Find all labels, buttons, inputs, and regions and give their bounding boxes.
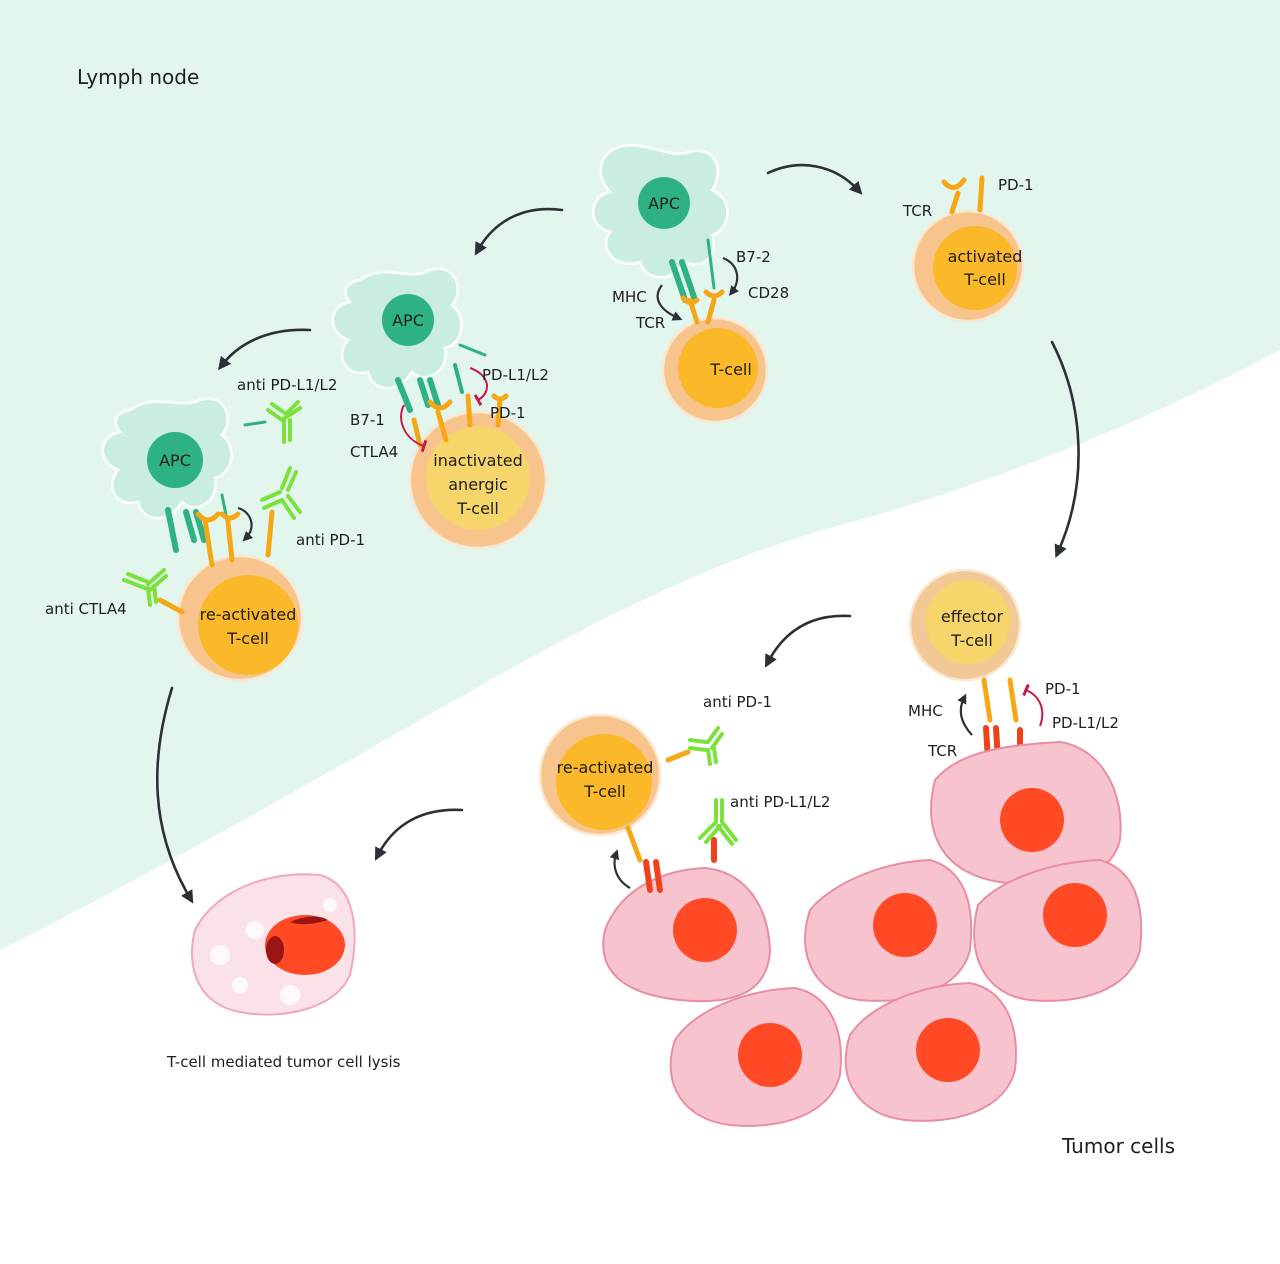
lymph-node-label: Lymph node [77, 65, 199, 89]
label-anti-pdl1l2-tumor: anti PD-L1/L2 [730, 793, 830, 811]
label-effector-tcr: TCR [927, 742, 957, 760]
tcell-activated: activated T-cell [911, 175, 1025, 323]
label-effector-pd1: PD-1 [1045, 680, 1081, 698]
apc-priming: APC [591, 143, 729, 303]
anergic-line1: inactivated [433, 451, 522, 470]
label-effector-pdl1l2: PD-L1/L2 [1052, 714, 1119, 732]
activated-line2: T-cell [963, 270, 1006, 289]
antibody-anti-pdl1l2-tumor [698, 798, 738, 846]
label-anti-ctla4: anti CTLA4 [45, 600, 127, 618]
tcell-effector: effector T-cell [908, 568, 1022, 723]
flow-arrow-anergy-to-blockade [217, 328, 312, 371]
tcell-reactivated-lymph: re-activated T-cell [157, 509, 304, 682]
effector-line2: T-cell [950, 631, 993, 650]
tcell-reactivated-tumor: re-activated T-cell [538, 713, 691, 863]
antibody-anti-ctla4 [122, 568, 168, 607]
apc-blockade: APC [101, 397, 267, 553]
tumor-cell [930, 740, 1122, 886]
label-anergic-pdl1l2: PD-L1/L2 [482, 366, 549, 384]
tumor-cell [602, 866, 772, 1003]
tcell-anergic: inactivated anergic T-cell [408, 393, 548, 550]
label-activated-pd1: PD-1 [998, 176, 1034, 194]
apc-label: APC [392, 311, 424, 330]
flow-arrow-lymph-to-lysis [156, 686, 194, 904]
flow-arrow-priming-to-activation [766, 163, 863, 195]
label-effector-mhc: MHC [908, 702, 943, 720]
label-cd28: CD28 [748, 284, 789, 302]
tcell-naive: T-cell [661, 289, 769, 424]
apc-anergy: APC [331, 267, 487, 413]
antibody-anti-pd1-tumor [688, 726, 724, 766]
label-mhc: MHC [612, 288, 647, 306]
tumor-cells-label: Tumor cells [1061, 1134, 1175, 1158]
tumor-cell [844, 981, 1017, 1122]
label-anti-pd1-tumor: anti PD-1 [703, 693, 772, 711]
activated-line1: activated [948, 247, 1023, 266]
label-anergic-b71: B7-1 [350, 411, 385, 429]
flow-arrow-priming-to-anergy [474, 207, 564, 256]
reactivated-tumor-line1: re-activated [557, 758, 654, 777]
antibody-anti-pd1-lymph [260, 466, 302, 520]
reactivated-tumor-line2: T-cell [583, 782, 626, 801]
flow-arrow-effector-to-blockade [764, 614, 852, 668]
tumor-cell [973, 858, 1143, 1002]
anergic-line2: anergic [448, 475, 507, 494]
apc-label: APC [648, 194, 680, 213]
tcell-label: T-cell [709, 360, 752, 379]
effector-line1: effector [941, 607, 1004, 626]
tumor-cell [804, 858, 973, 1002]
anergic-line3: T-cell [456, 499, 499, 518]
label-anergic-pd1: PD-1 [490, 404, 526, 422]
lysed-tumor-cell [191, 873, 356, 1016]
label-anti-pd1-lymph: anti PD-1 [296, 531, 365, 549]
flow-arrow-tumor-to-lysis [375, 808, 464, 861]
reactivated-lymph-line2: T-cell [226, 629, 269, 648]
flow-arrow-activation-to-effector [1050, 340, 1080, 558]
lysis-caption: T-cell mediated tumor cell lysis [166, 1053, 401, 1071]
label-activated-tcr: TCR [902, 202, 932, 220]
apc-label: APC [159, 451, 191, 470]
antibody-anti-pdl1l2-lymph [266, 400, 302, 444]
label-anti-pdl1l2-lymph: anti PD-L1/L2 [237, 376, 337, 394]
label-anergic-ctla4: CTLA4 [350, 443, 398, 461]
tumor-cell [669, 986, 842, 1127]
label-tcr: TCR [635, 314, 665, 332]
label-b7-2: B7-2 [736, 248, 771, 266]
reactivated-lymph-line1: re-activated [200, 605, 297, 624]
